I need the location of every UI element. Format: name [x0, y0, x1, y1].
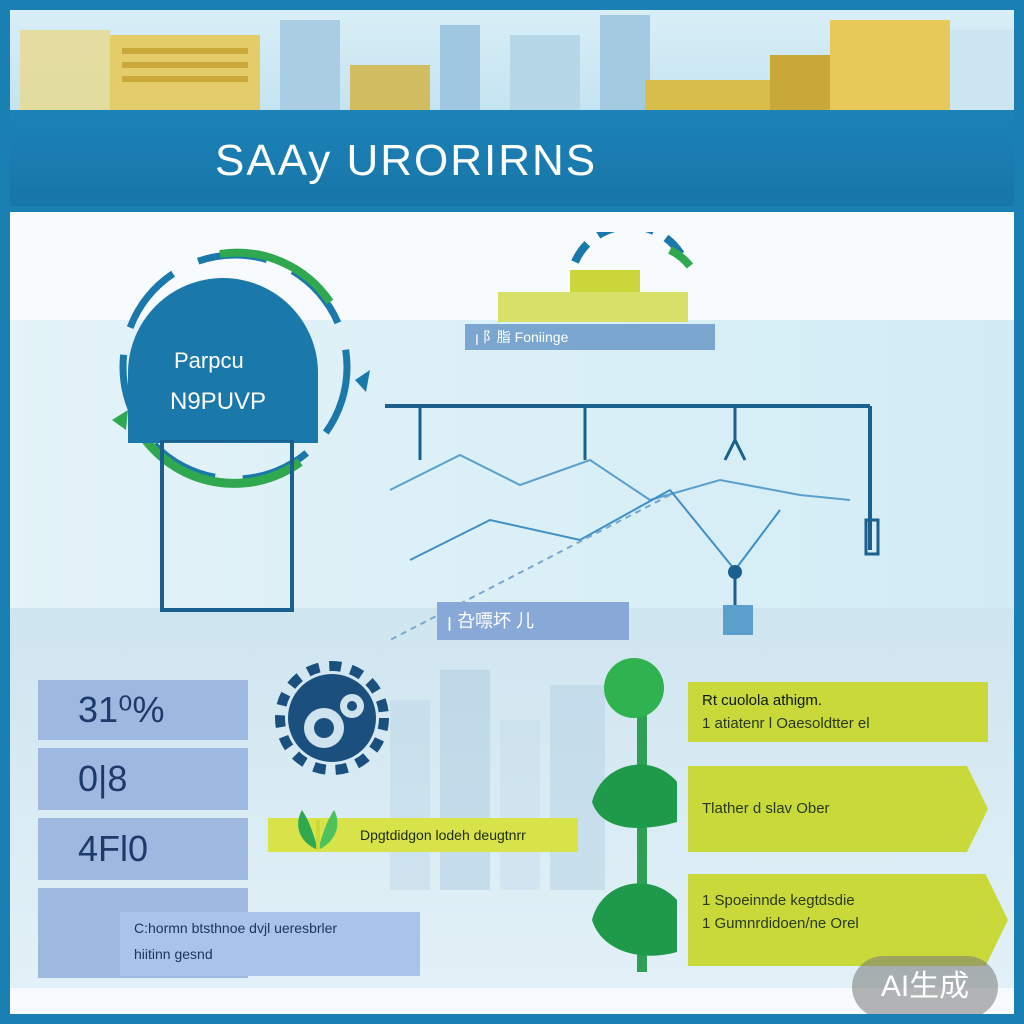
ai-generated-badge: AI生成 [852, 956, 998, 1014]
info-box-3: 1 Spoeinnde kegtdsdie 1 Gumnrdidoen/ne O… [688, 874, 1008, 966]
info-box-1-line-2: 1 atiatenr l Oaesoldtter el [702, 715, 870, 732]
hub-ring [112, 248, 370, 488]
connector-network [385, 404, 880, 640]
blue-note: C:hormn btsthnoe dvjl ueresbrler hiitinn… [120, 912, 420, 976]
skyline-strip [10, 10, 1014, 110]
stat-block-3: 4Fl0 [38, 818, 248, 880]
info-box-3-line-1: 1 Spoeinnde kegtdsdie [702, 892, 855, 909]
hub-label-top: Parpcu [174, 348, 244, 373]
top-tag: ꞁ 阝脂 Foniinge [465, 324, 715, 350]
mid-tag: ꞁ 叴嘌坏 ⼉ [437, 602, 629, 640]
info-box-2: Tlather d slav Ober [688, 766, 988, 852]
hub-stem [160, 440, 294, 612]
city-watermark [390, 670, 605, 890]
leaf-stack [592, 658, 677, 972]
info-box-3-line-2: 1 Gumnrdidoen/ne Orel [702, 915, 859, 932]
info-box-1-line-1: Rt cuolola athigm. [702, 692, 823, 709]
info-box-2-line-1: Tlather d slav Ober [702, 800, 830, 817]
blue-note-line-1: C:hormn btsthnoe dvjl ueresbrler [134, 920, 338, 936]
blue-note-line-2: hiitinn gesnd [134, 946, 213, 962]
gear-icon [275, 661, 389, 775]
hub-node: Parpcu N9PUVP [128, 278, 318, 443]
plant-icon [298, 810, 338, 850]
page-title: SAAy URORIRNS [215, 136, 598, 185]
hub-label-bottom: N9PUVP [170, 388, 267, 415]
header-band: SAAy URORIRNS [10, 110, 1014, 212]
info-box-1: Rt cuolola athigm. 1 atiatenr l Oaesoldt… [688, 682, 988, 742]
stat-block-1: 31⁰% [38, 680, 248, 740]
stat-block-2: 0|8 [38, 748, 248, 810]
top-tag-fill [498, 292, 688, 322]
